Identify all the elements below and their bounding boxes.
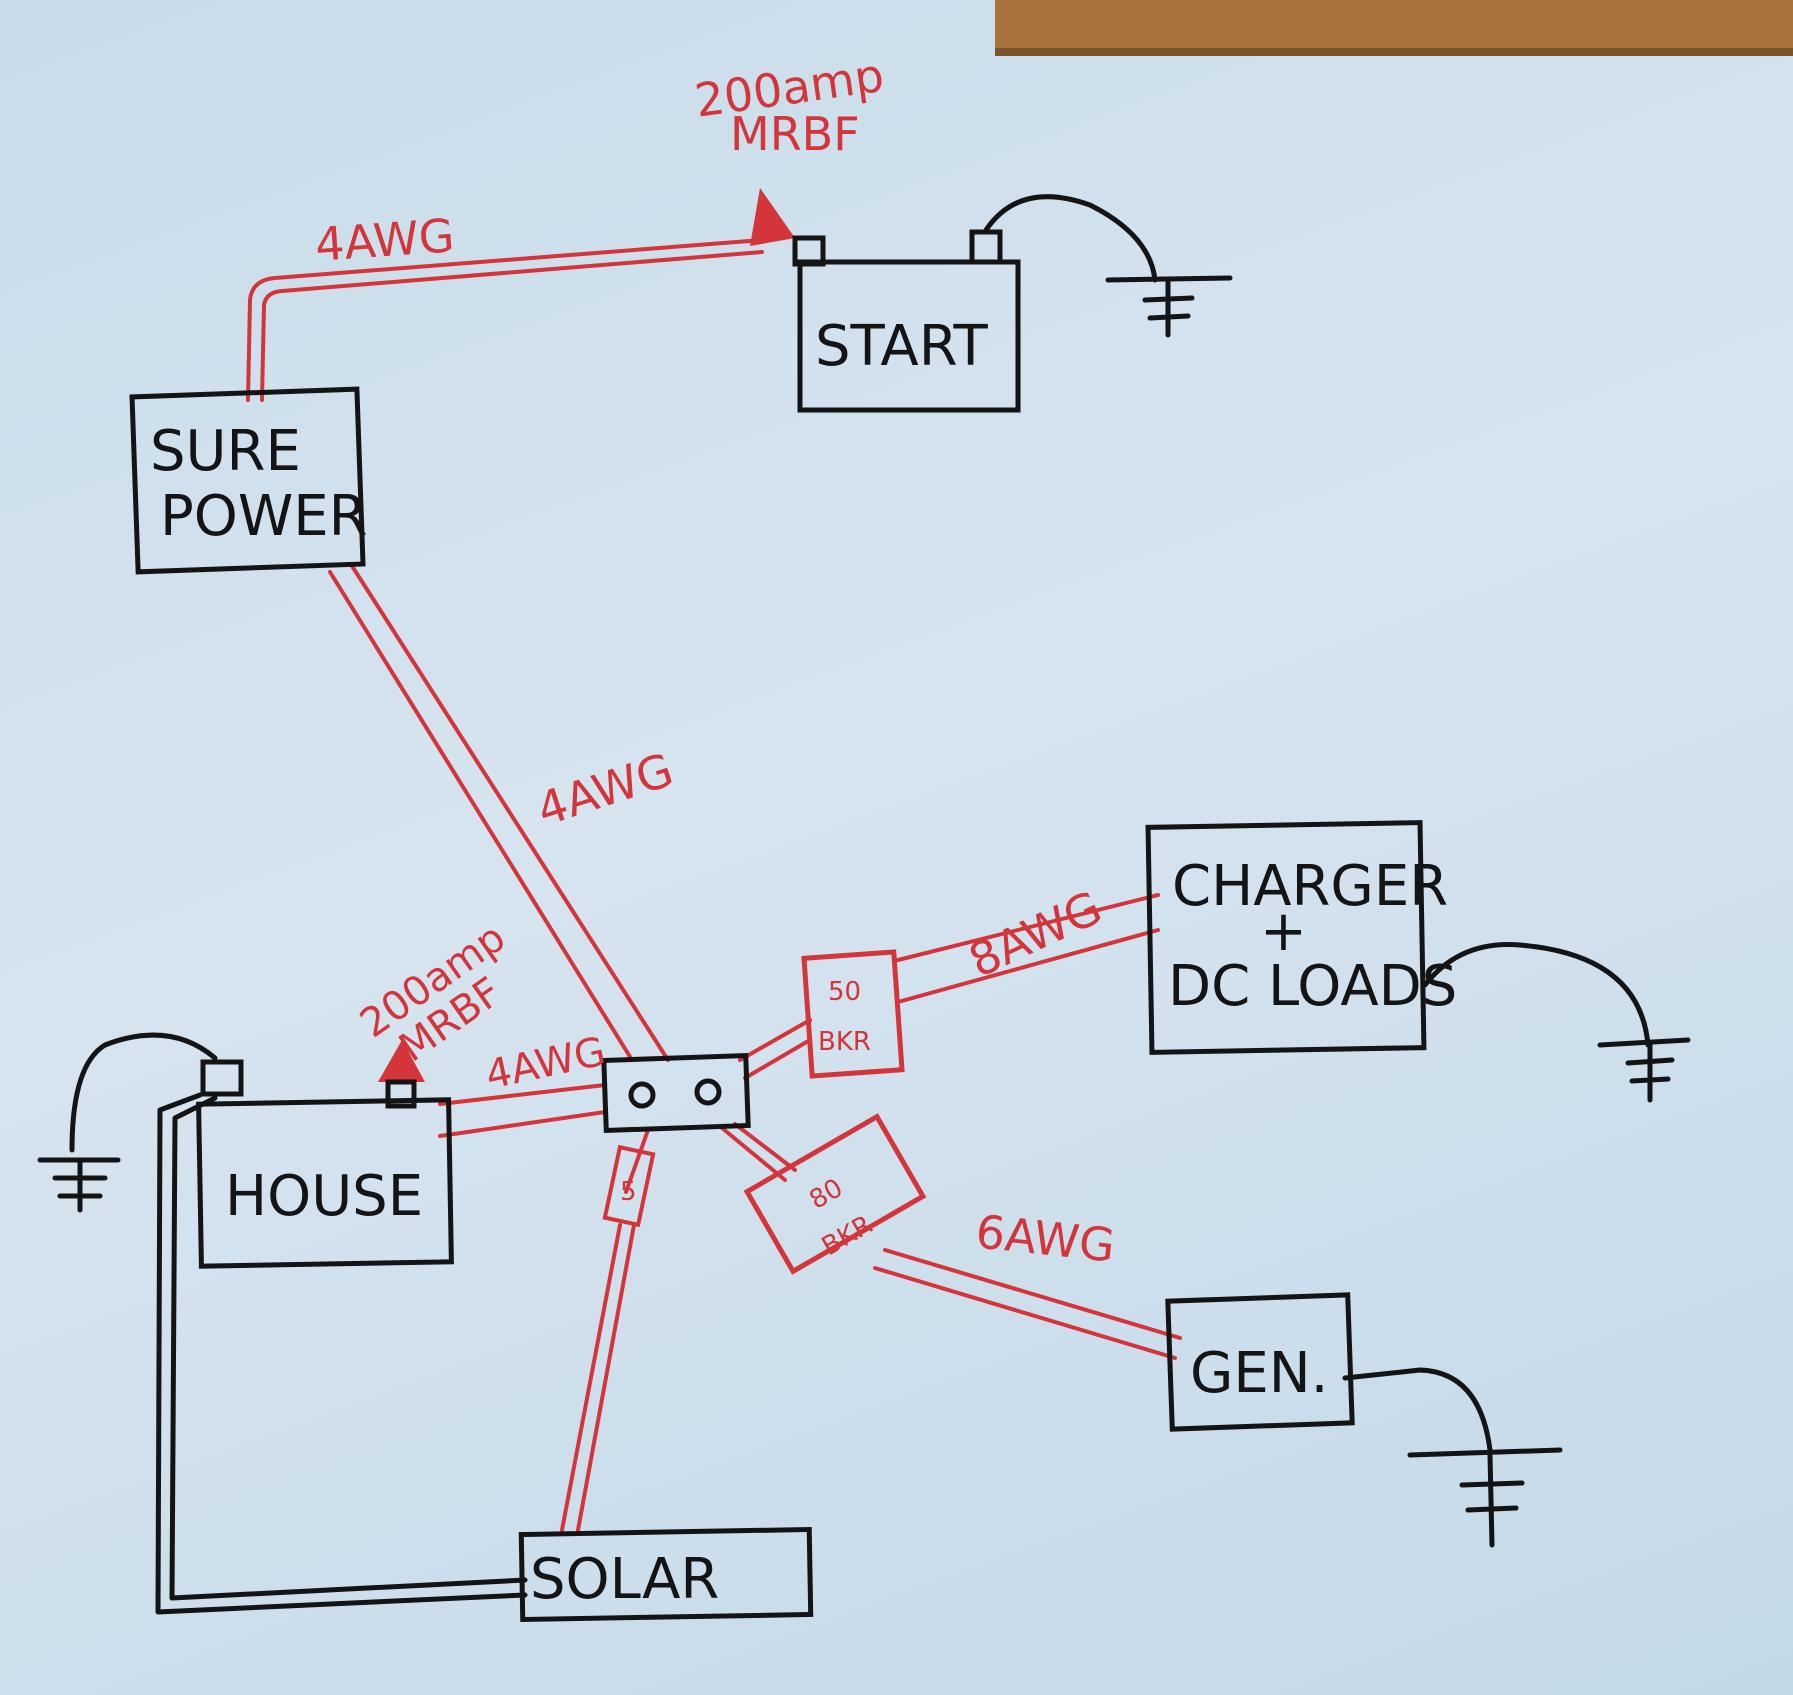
wire-charger-run-label: 8AWG	[961, 880, 1110, 988]
breaker-80	[743, 1113, 927, 1275]
breaker-50	[801, 949, 905, 1079]
bus-bar-stud-left	[628, 1081, 656, 1109]
house-label: HOUSE	[225, 1164, 423, 1229]
charger-label-line3: DC LOADS	[1168, 954, 1457, 1019]
mrbf-fuse-top	[750, 188, 795, 246]
wood-edge	[995, 0, 1793, 52]
wire-solar-to-busbar	[560, 1128, 650, 1532]
gen-label: GEN.	[1190, 1341, 1328, 1406]
breaker-80-label-line1: 80	[804, 1173, 848, 1216]
wire-gen-run-label: 6AWG	[973, 1204, 1117, 1272]
start-terminal-negative	[969, 229, 1003, 265]
sure-power-label-line1: SURE	[150, 419, 301, 484]
wood-edge-shadow	[995, 48, 1793, 56]
solar-label: SOLAR	[530, 1547, 719, 1612]
start-ground-wire	[983, 194, 1158, 283]
gen-ground-icon	[1407, 1447, 1563, 1548]
start-label: START	[815, 314, 989, 379]
wire-sure-power-to-start	[246, 238, 764, 402]
house-to-solar-negative-wire	[155, 1092, 528, 1615]
house-terminal-positive	[385, 1079, 417, 1109]
solar-box	[518, 1526, 814, 1623]
wire-50-breaker-to-charger	[896, 893, 1160, 1004]
house-ground-icon	[37, 1157, 121, 1213]
charger-ground-wire	[1422, 942, 1651, 1048]
bus-bar-stud-right	[694, 1078, 722, 1106]
breaker-50-label-line1: 50	[828, 977, 861, 1007]
house-to-solar-negative-wire-2	[169, 1095, 528, 1601]
wire-sure-power-to-busbar	[328, 564, 670, 1062]
wire-start-run-label: 4AWG	[313, 208, 456, 272]
solar-fuse	[602, 1144, 656, 1228]
gen-ground-wire	[1342, 1367, 1493, 1453]
house-battery-box	[196, 1097, 454, 1269]
solar-fuse-label: 5	[620, 1177, 637, 1207]
mrbf-fuse-house	[378, 1040, 425, 1082]
charger-box	[1145, 820, 1427, 1055]
charger-label-line2: +	[1260, 899, 1307, 964]
house-ground-wire	[69, 1032, 218, 1153]
start-ground-icon	[1105, 275, 1233, 338]
house-terminal-negative	[200, 1059, 244, 1097]
charger-label-line1: CHARGER	[1172, 854, 1448, 919]
gen-box	[1165, 1292, 1355, 1432]
wire-sure-power-run-label: 4AWG	[530, 742, 679, 836]
wire-house-to-busbar	[438, 1083, 607, 1138]
sure-power-label-line2: POWER	[160, 484, 368, 549]
wire-busbar-to-50-breaker	[738, 1018, 812, 1080]
start-terminal-positive	[792, 235, 826, 267]
sure-power-box	[129, 386, 366, 575]
breaker-50-label-line2: BKR	[818, 1027, 871, 1057]
wire-busbar-to-80-breaker	[720, 1122, 797, 1182]
bus-bar	[601, 1052, 751, 1134]
wire-80-breaker-to-gen	[873, 1248, 1182, 1360]
start-battery-box	[797, 259, 1021, 413]
charger-ground-icon	[1597, 1037, 1691, 1103]
fuse-top-label-line2: MRBF	[730, 107, 860, 161]
